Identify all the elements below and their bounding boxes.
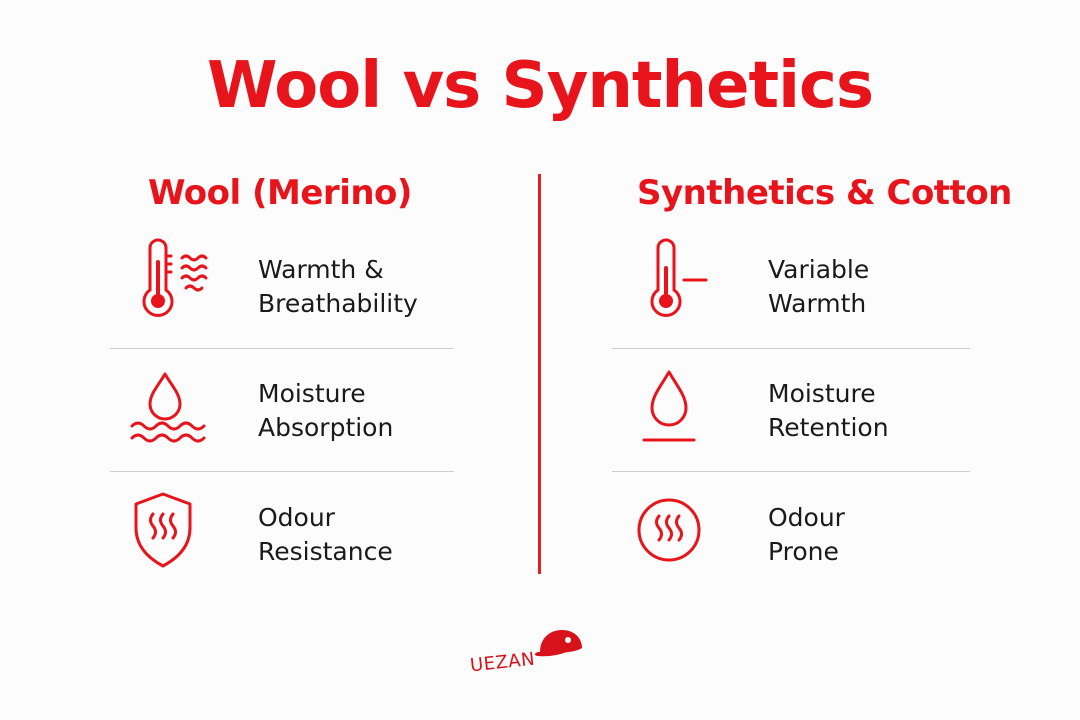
item-label-line2: Absorption: [258, 413, 394, 442]
item-label-line1: Moisture: [258, 379, 366, 408]
row-separator: [612, 348, 970, 349]
item-label-line2: Retention: [768, 413, 889, 442]
item-label-line2: Resistance: [258, 537, 393, 566]
list-item-odour-resistance: Odour Resistance: [258, 501, 478, 569]
page-title: Wool vs Synthetics: [206, 49, 874, 123]
thermometer-icon: [636, 232, 726, 322]
item-label-line1: Variable: [768, 255, 870, 284]
thermometer-wind-icon: [128, 232, 218, 322]
list-item-odour-prone: Odour Prone: [768, 501, 988, 569]
item-label-line2: Warmth: [768, 289, 867, 318]
list-item-moisture-retention: Moisture Retention: [768, 377, 988, 445]
cap-icon: [535, 630, 582, 657]
shield-odour-icon: [118, 486, 208, 576]
synthetics-column-heading: Synthetics & Cotton: [637, 173, 1012, 213]
row-separator: [110, 348, 454, 349]
droplet-waves-icon: [120, 362, 210, 452]
item-label-line2: Breathability: [258, 289, 418, 318]
brand-name: UEZAN: [469, 648, 537, 677]
brand-logo: UEZAN: [462, 618, 602, 688]
list-item-variable-warmth: Variable Warmth: [768, 253, 988, 321]
item-label-line1: Moisture: [768, 379, 876, 408]
item-label-line1: Odour: [768, 503, 845, 532]
circle-odour-icon: [624, 486, 714, 576]
row-separator: [612, 471, 970, 472]
row-separator: [110, 471, 454, 472]
droplet-icon: [624, 362, 714, 452]
list-item-moisture-absorption: Moisture Absorption: [258, 377, 478, 445]
list-item-warmth-breathability: Warmth & Breathability: [258, 253, 478, 321]
wool-column-heading: Wool (Merino): [148, 173, 412, 213]
item-label-line2: Prone: [768, 537, 839, 566]
item-label-line1: Odour: [258, 503, 335, 532]
column-divider: [538, 174, 541, 574]
item-label-line1: Warmth &: [258, 255, 384, 284]
